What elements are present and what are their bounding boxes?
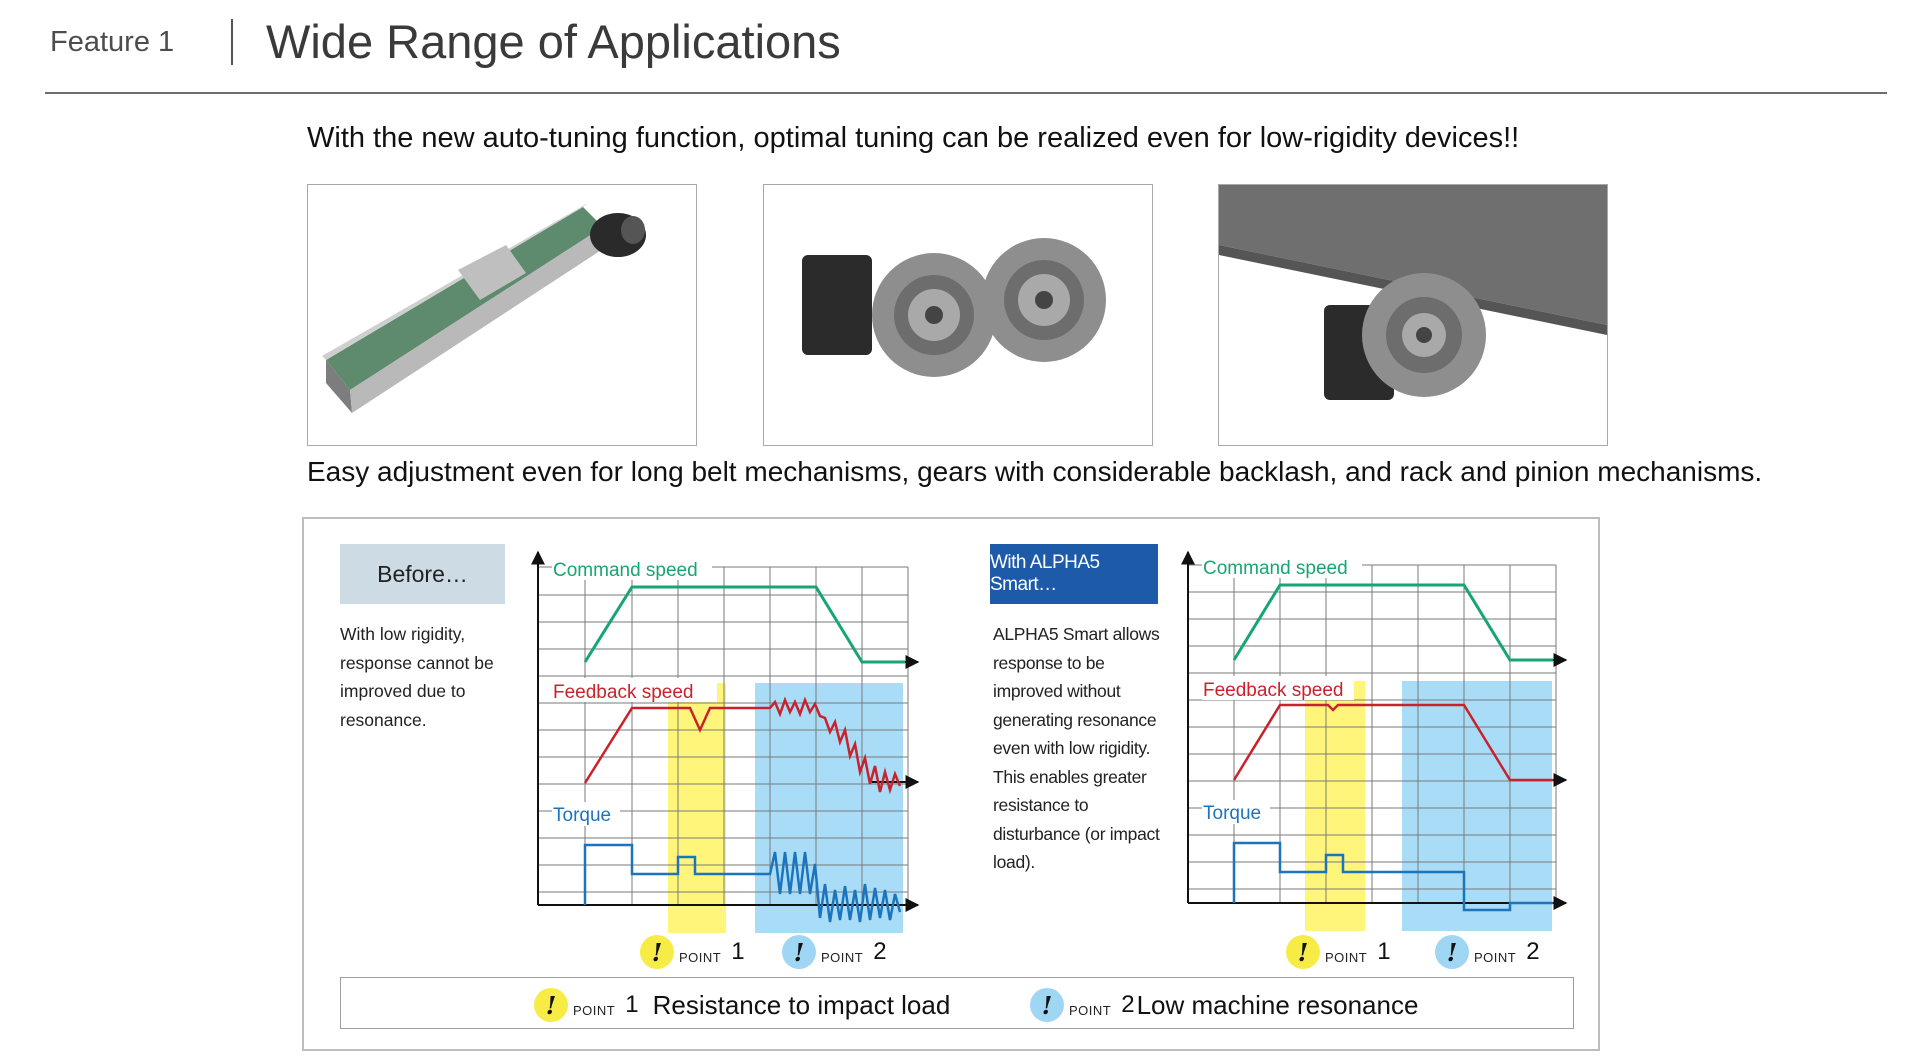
before-description: With low rigidity, response cannot be im… (340, 620, 515, 734)
before-grid (538, 566, 909, 905)
point-number: 1 (625, 991, 639, 1018)
header-rule (45, 92, 1887, 94)
after-chart: Command speed Feedback speed Torque (1181, 550, 1568, 931)
point-word: POINT (821, 949, 864, 965)
before-line: improved due to (340, 681, 466, 701)
diagram-frame (302, 517, 1600, 1051)
point-number: 1 (731, 938, 745, 965)
after-line: load). (993, 852, 1035, 872)
before-label: Before… (340, 544, 505, 604)
rack-and-pinion-image (1218, 184, 1608, 446)
before-command-label: Command speed (553, 560, 698, 581)
point-number: 2 (1121, 991, 1135, 1018)
before-feedback-label: Feedback speed (553, 682, 694, 703)
point-word: POINT (573, 1002, 616, 1018)
before-torque-label: Torque (553, 805, 611, 826)
after-feedback-trace (1232, 703, 1553, 782)
after-description: ALPHA5 Smart allows response to be impro… (993, 620, 1168, 877)
exclamation-icon: ! (1030, 988, 1064, 1022)
after-torque-label: Torque (1203, 803, 1261, 824)
after-torque-trace (1232, 841, 1553, 912)
exclamation-icon: ! (1286, 935, 1320, 969)
feature-label: Feature 1 (50, 26, 175, 58)
legend-point2-text: Low machine resonance (1136, 989, 1419, 1020)
before-torque-trace (583, 843, 902, 923)
after-feedback-label: Feedback speed (1203, 680, 1344, 701)
after-line: resistance to (993, 795, 1089, 815)
before-point2-marker: ! POINT 2 (782, 935, 887, 969)
before-feedback-trace (583, 696, 902, 795)
after-command-trace (1232, 583, 1553, 662)
point2-highlight (755, 683, 903, 933)
before-line: With low rigidity, (340, 624, 466, 644)
before-point1-marker: ! POINT 1 (640, 935, 745, 969)
point2-highlight (1402, 681, 1552, 931)
after-line: response to be (993, 652, 1105, 673)
after-line: This enables greater (993, 766, 1147, 787)
gears-image (763, 184, 1153, 446)
after-line: disturbance (or impact (993, 823, 1160, 844)
belt-conveyor-image (307, 184, 697, 446)
point-number: 2 (873, 938, 887, 965)
caption: Easy adjustment even for long belt mecha… (307, 456, 1763, 487)
point-word: POINT (1069, 1002, 1112, 1018)
point-word: POINT (1325, 949, 1368, 965)
exclamation-icon: ! (782, 935, 816, 969)
exclamation-icon: ! (640, 935, 674, 969)
after-point1-marker: ! POINT 1 (1286, 935, 1391, 969)
after-line: even with low rigidity. (993, 738, 1151, 758)
point-word: POINT (1474, 949, 1517, 965)
page-title: Wide Range of Applications (266, 15, 841, 68)
after-point2-marker: ! POINT 2 (1435, 935, 1540, 969)
before-line: resonance. (340, 709, 427, 730)
legend-point2: ! POINT 2 Low machine resonance (1030, 988, 1418, 1022)
point-word: POINT (679, 949, 722, 965)
before-line: response cannot be (340, 652, 494, 673)
point-number: 1 (1377, 938, 1391, 965)
exclamation-icon: ! (534, 988, 568, 1022)
after-command-label: Command speed (1203, 558, 1348, 579)
after-line: improved without (993, 681, 1121, 701)
before-command-trace (583, 585, 905, 664)
before-chart: Command speed Feedback speed Torque (531, 550, 920, 933)
point1-highlight (1305, 681, 1365, 931)
after-line: generating resonance (993, 709, 1157, 730)
header-divider (231, 19, 233, 65)
after-label: With ALPHA5 Smart… (990, 544, 1158, 604)
after-line: ALPHA5 Smart allows (993, 624, 1160, 644)
legend-point1: ! POINT 1 Resistance to impact load (534, 988, 950, 1022)
point-number: 2 (1526, 938, 1540, 965)
exclamation-icon: ! (1435, 935, 1469, 969)
headline: With the new auto-tuning function, optim… (307, 122, 1520, 154)
legend-point1-text: Resistance to impact load (652, 989, 951, 1020)
